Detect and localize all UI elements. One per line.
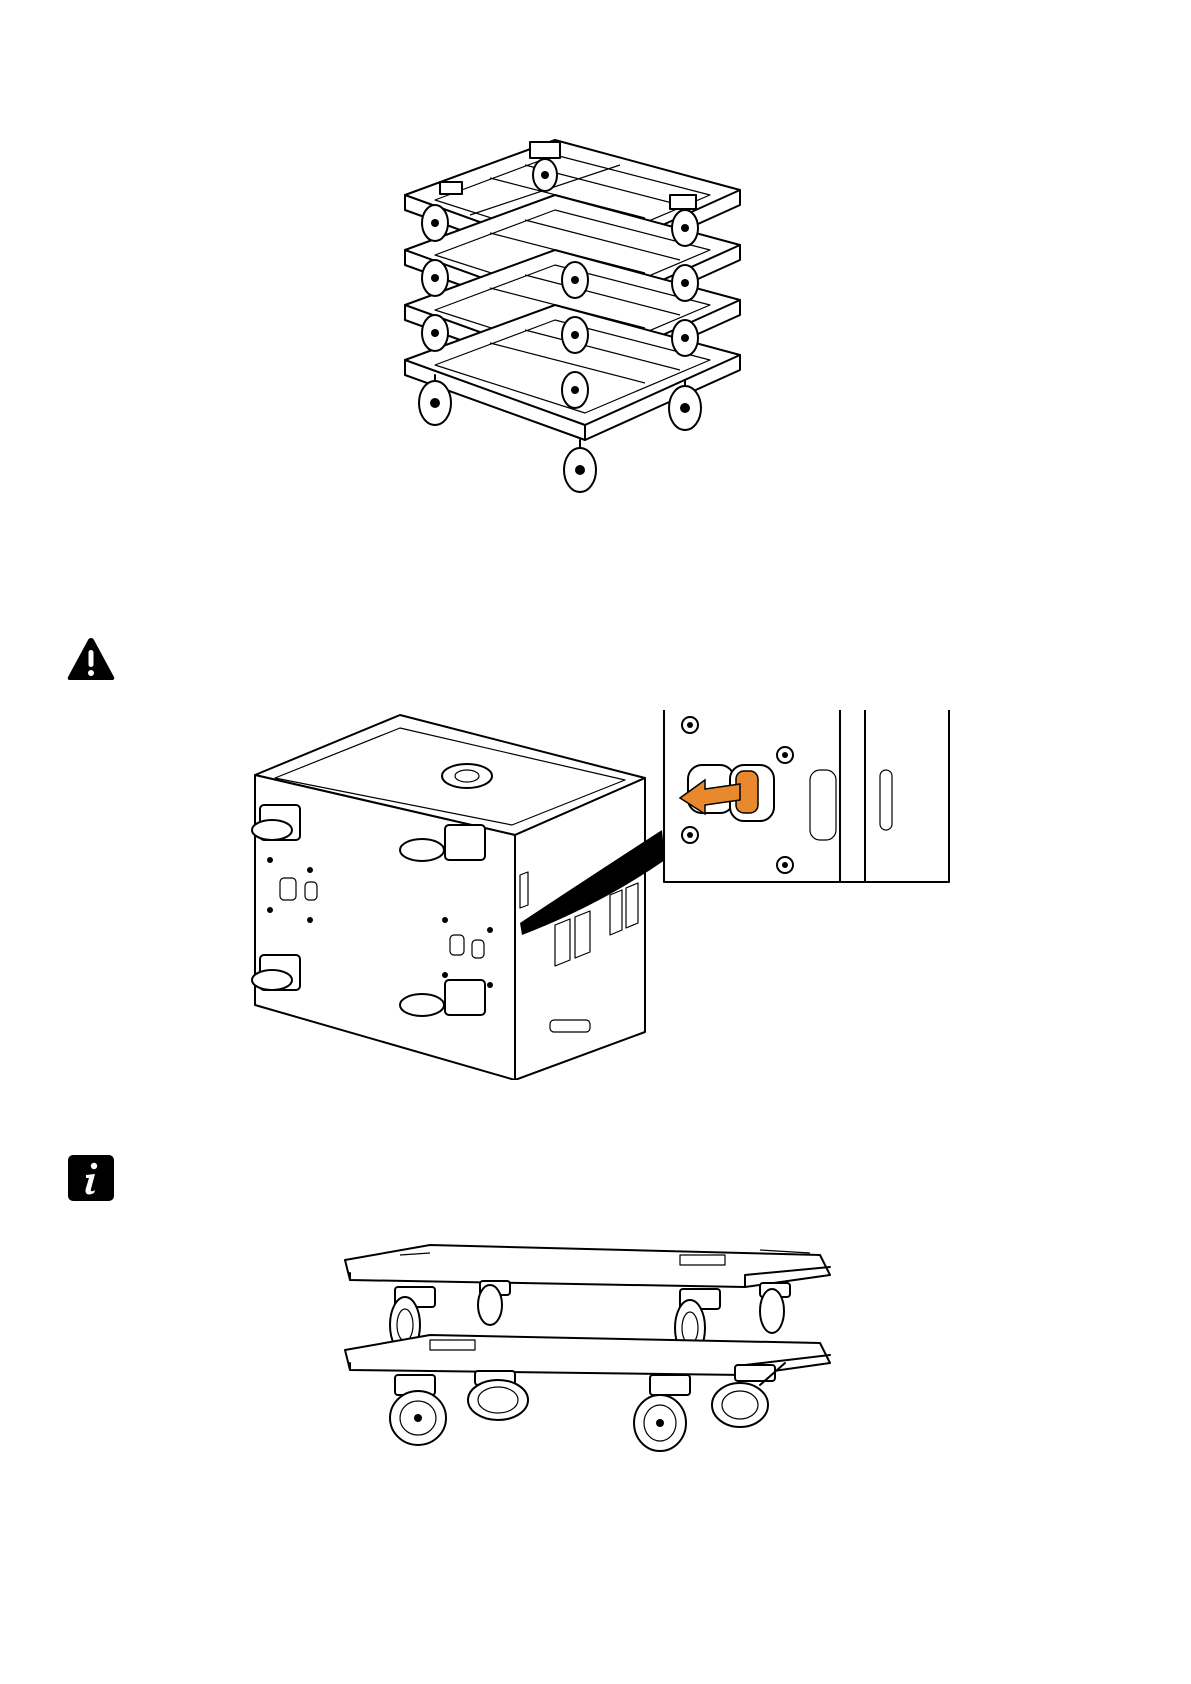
stacked-dollies-illustration bbox=[340, 1225, 860, 1455]
cabinet-handle-illustration bbox=[250, 710, 950, 1080]
lower-dolly bbox=[345, 1335, 830, 1451]
warning-icon bbox=[66, 636, 116, 682]
info-icon bbox=[68, 1155, 114, 1201]
handle-detail-inset bbox=[664, 710, 949, 882]
stacked-caster-frames-illustration bbox=[395, 120, 800, 510]
frame-stack bbox=[405, 140, 740, 492]
